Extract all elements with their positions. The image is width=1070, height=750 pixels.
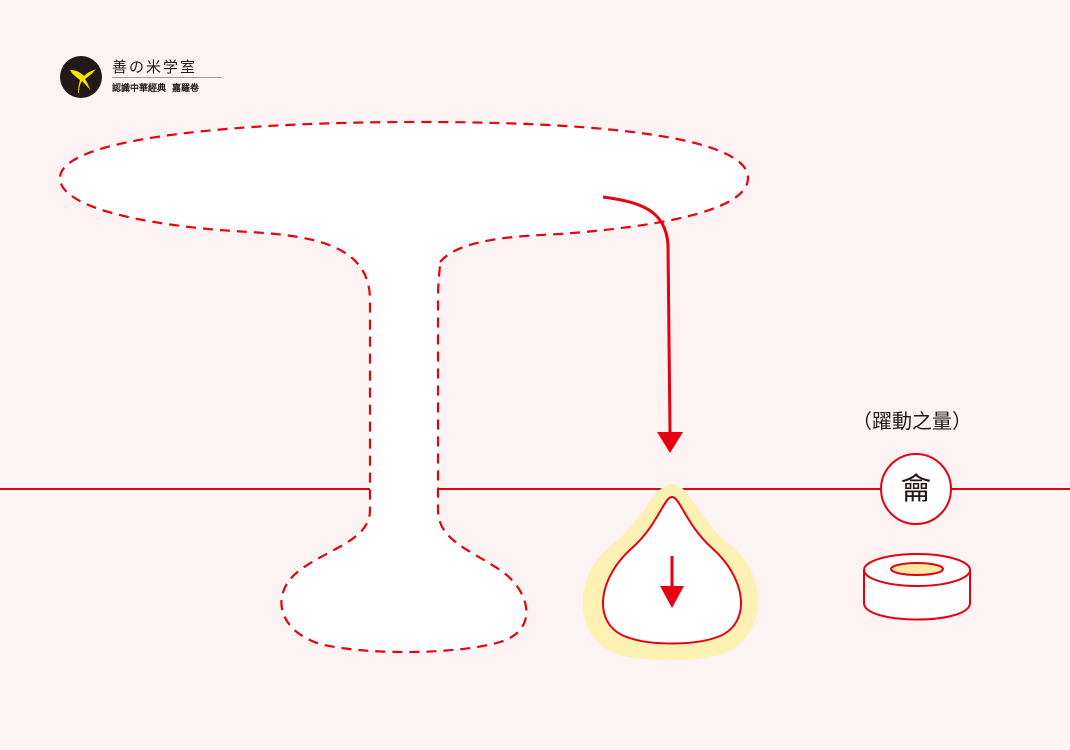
annotation-label: （躍動之量）	[852, 409, 972, 433]
logo-divider	[112, 77, 222, 78]
mushroom-outline-dashed	[58, 120, 750, 654]
circle-glyph: 龠	[901, 472, 931, 507]
bird-emblem-icon	[60, 56, 102, 98]
ring-disc	[863, 553, 971, 621]
logo-subtitle-right: 嘉羅卷	[172, 84, 200, 94]
curved-arrow-down	[602, 195, 672, 433]
logo-subtitle-left: 認識中華經典	[112, 84, 167, 94]
arrow-head-icon	[657, 432, 683, 453]
logo-title: 善の米学室	[112, 58, 198, 76]
stem-gap	[372, 486, 436, 492]
logo-subtitle: 認識中華經典嘉羅卷	[112, 81, 199, 94]
inner-arrow-head-icon	[660, 586, 684, 608]
logo: 善の米学室 認識中華經典嘉羅卷	[60, 56, 230, 100]
glyph-circle	[880, 453, 952, 525]
